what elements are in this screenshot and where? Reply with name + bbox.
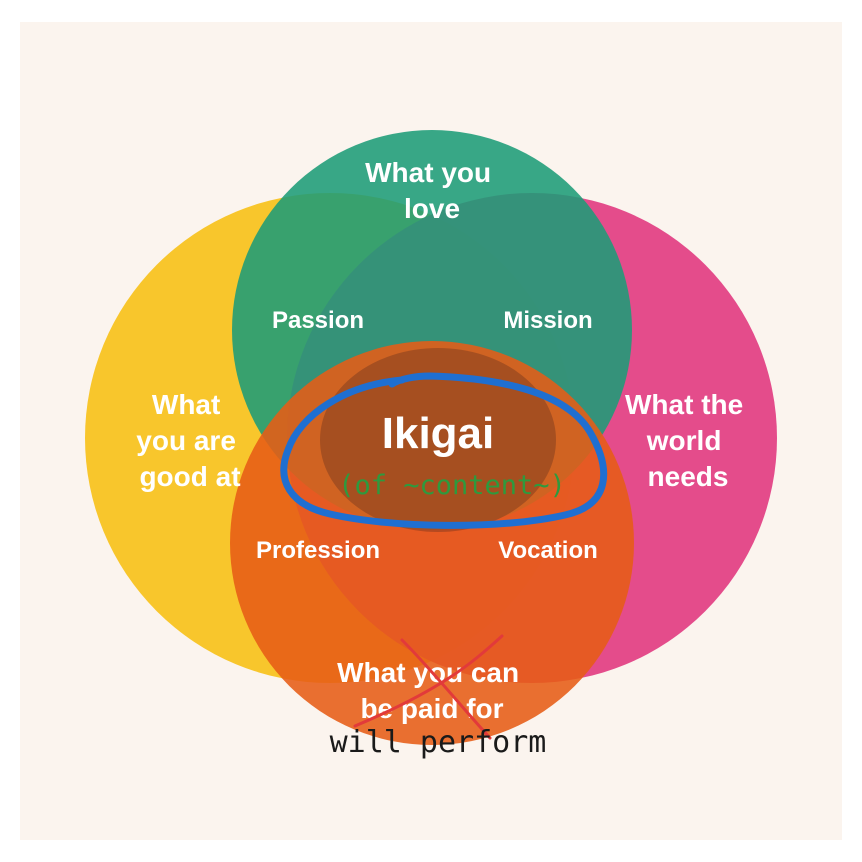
label-passion: Passion — [272, 307, 364, 334]
label-what-you-can-be-paid-for: What you can be paid for — [337, 657, 527, 724]
label-what-you-are-good-at: What you are good at — [136, 389, 243, 492]
venn-circles — [85, 130, 777, 745]
label-ikigai: Ikigai — [382, 409, 495, 458]
strike-line-up — [353, 634, 504, 728]
label-mission: Mission — [503, 307, 592, 334]
ikigai-center-region — [320, 348, 556, 532]
annotation-will-perform: will perform — [330, 725, 547, 760]
label-vocation: Vocation — [498, 537, 598, 564]
annotation-red-strike-mark — [353, 634, 504, 740]
label-what-the-world-needs: What the world needs — [625, 389, 751, 492]
annotation-blue-circle-mark — [280, 372, 608, 529]
circle-what-you-can-be-paid-for — [230, 341, 634, 745]
label-what-you-love: What you love — [365, 157, 499, 224]
strike-line-down — [400, 638, 492, 740]
annotation-of-content: (of ~content~) — [338, 470, 566, 501]
label-profession: Profession — [256, 537, 380, 564]
